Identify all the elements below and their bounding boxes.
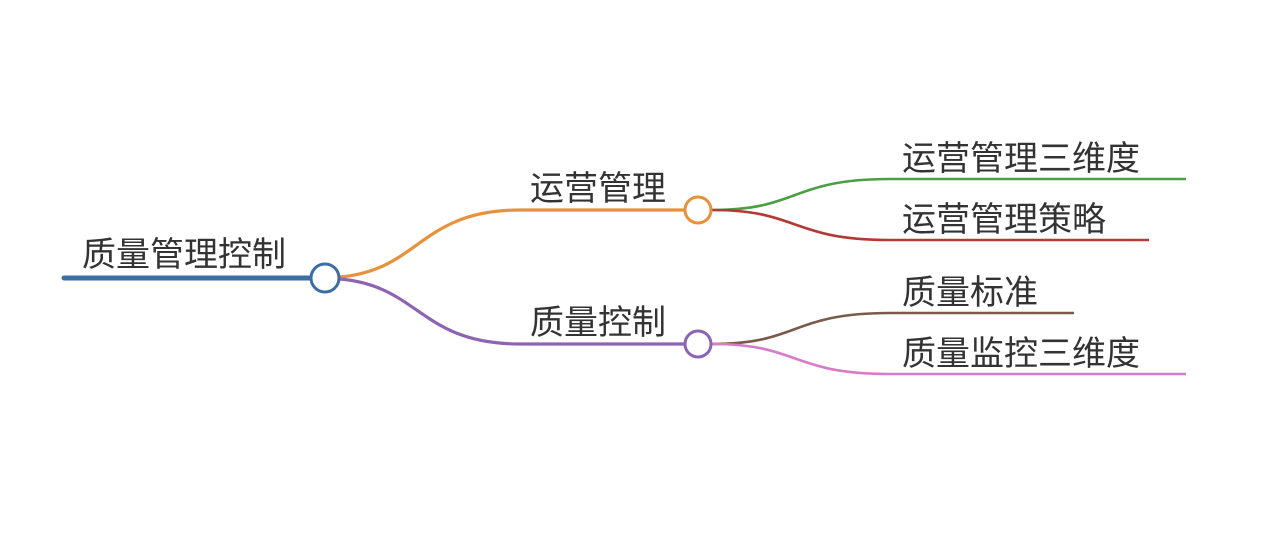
connector-quality-control-to-leaf-1 (711, 311, 891, 346)
branch-collapse-toggle-operations[interactable] (683, 195, 713, 225)
root-node-label: 质量管理控制 (82, 235, 286, 275)
connector-operations-to-leaf-1 (711, 177, 891, 212)
branch-collapse-toggle-quality-control[interactable] (683, 329, 713, 359)
connector-quality-control-to-leaf-2 (711, 342, 891, 376)
connector-root-to-branch-quality-control (339, 277, 521, 346)
branch-label-quality-control: 质量控制 (530, 303, 666, 343)
leaf-label-ops-strategy: 运营管理策略 (902, 200, 1106, 240)
leaf-label-quality-monitoring: 质量监控三维度 (902, 334, 1140, 374)
connector-operations-to-leaf-2 (711, 208, 891, 242)
leaf-label-ops-dimensions: 运营管理三维度 (902, 139, 1140, 179)
branch-label-operations: 运营管理 (530, 169, 666, 209)
leaf-label-quality-standard: 质量标准 (902, 273, 1038, 313)
connector-root-to-branch-operations (339, 208, 521, 279)
root-collapse-toggle[interactable] (309, 262, 341, 294)
